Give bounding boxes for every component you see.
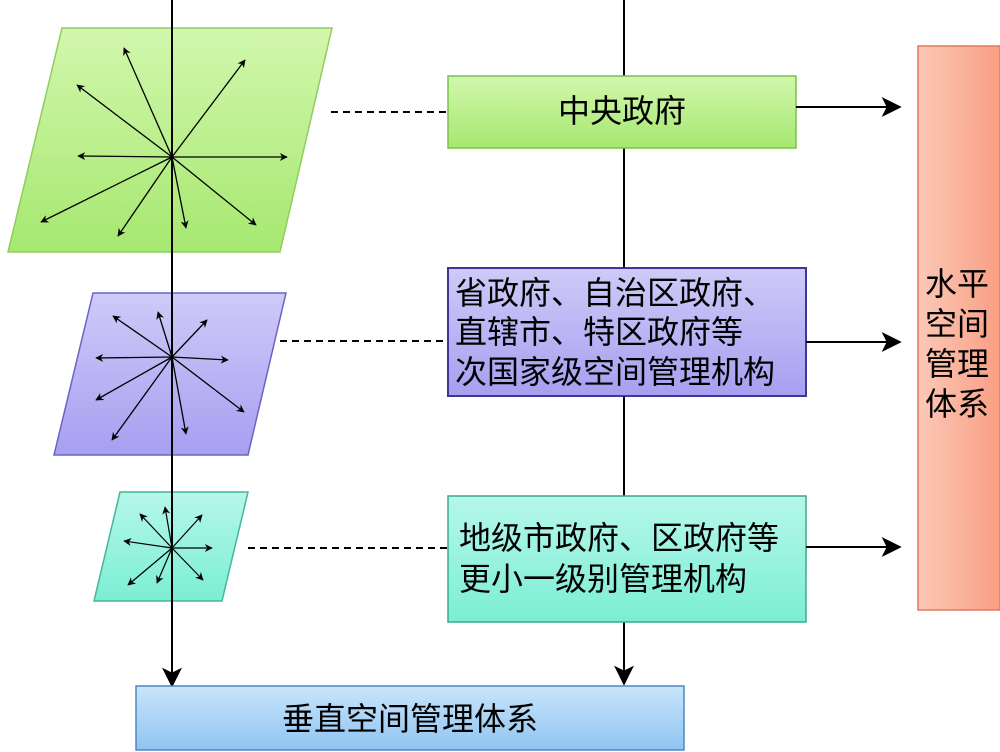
horizontal-node-line-3: 管理 <box>925 345 989 383</box>
horizontal-node <box>917 45 1000 611</box>
local-node-line-2: 更小一级别管理机构 <box>459 560 747 598</box>
provincial-star-icon <box>95 311 245 441</box>
local-node <box>447 495 807 623</box>
vertical-node <box>135 685 685 751</box>
horizontal-node-line-4: 体系 <box>925 385 989 423</box>
local-node-line-1: 地级市政府、区政府等 <box>459 519 779 557</box>
provincial-node <box>447 267 807 397</box>
central-star-icon <box>40 47 288 237</box>
central-node <box>447 75 797 149</box>
provincial-node-line-1: 省政府、自治区政府、 <box>455 274 775 312</box>
horizontal-node-line-2: 空间 <box>925 305 989 343</box>
provincial-node-line-3: 次国家级空间管理机构 <box>455 353 775 391</box>
provincial-node-line-2: 直辖市、特区政府等 <box>455 313 743 351</box>
central-level-plane <box>7 27 333 253</box>
provincial-level-plane <box>53 292 287 456</box>
vertical-node-label: 垂直空间管理体系 <box>282 700 538 738</box>
local-star-icon <box>123 506 213 586</box>
central-node-label: 中央政府 <box>558 92 686 130</box>
horizontal-node-line-1: 水平 <box>925 265 989 303</box>
